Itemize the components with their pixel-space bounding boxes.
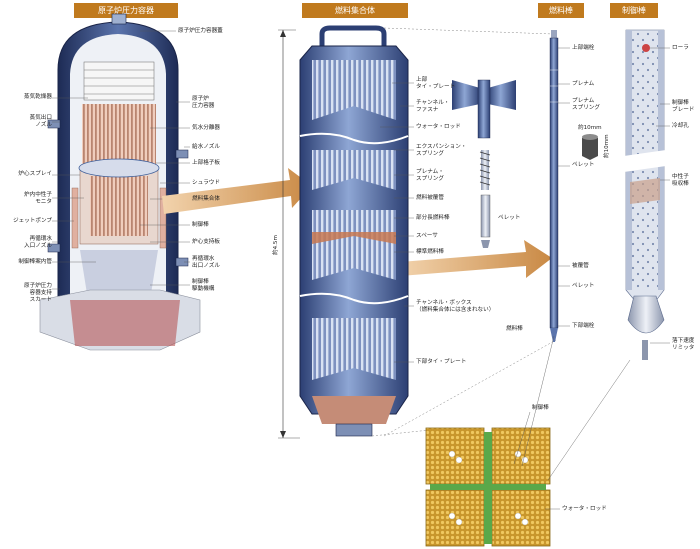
- label-standard-fuel-rod: 標準燃料棒: [416, 249, 444, 255]
- pressure-vessel-drawing: [39, 13, 201, 351]
- label-plenum-spring: プレナム・ スプリング: [416, 169, 444, 182]
- label-channel-box: チャンネル・ボックス （燃料集合体には含まれない）: [416, 300, 495, 313]
- label-channel-fastener: チャンネル・ ファスナ: [416, 100, 450, 113]
- label-fuel-assembly: 燃料集合体: [192, 196, 220, 202]
- label-water-rod: ウォータ・ロッド: [416, 124, 461, 130]
- label-jet-pump: ジェットポンプ: [13, 218, 52, 224]
- label-lower-tie-plate: 下部タイ・プレート: [416, 359, 467, 365]
- label-core-spray: 炉心スプレイ: [18, 171, 52, 177]
- fuel-lattice-cross-section: [425, 335, 631, 547]
- label-control-rod: 制御棒: [192, 222, 209, 228]
- label-pellet-height: 約10mm: [604, 134, 610, 158]
- label-lower-end-plug: 下部端栓: [572, 323, 595, 329]
- label-cladding-tube: 燃料被覆管: [416, 195, 444, 201]
- label-plenum: プレナム: [572, 81, 595, 87]
- fuel-assembly-drawing: [278, 25, 557, 439]
- label-cooling-hole: 冷却孔: [672, 123, 689, 129]
- label-upper-grid-plate: 上部格子板: [192, 160, 220, 166]
- label-shroud: シュラウド: [192, 180, 220, 186]
- control-rod-drawing: [624, 29, 670, 360]
- label-control-rod-guide-tube: 制御棒案内管: [18, 259, 52, 265]
- label-core-support-plate: 炉心支持板: [192, 239, 220, 245]
- label-crd-mechanism: 制御棒 駆動機構: [192, 279, 215, 292]
- label-steam-outlet-nozzle: 蒸気出口 ノズル: [29, 115, 52, 128]
- label-expansion-spring: エクスパンション・ スプリング: [416, 144, 467, 157]
- fuel-rod-drawing: [549, 30, 598, 342]
- label-fuel-rod-ref: 燃料棒: [506, 326, 523, 332]
- label-water-rod-ref: ウォータ・ロッド: [562, 506, 607, 512]
- label-pellet-assembly: ペレット: [498, 215, 521, 221]
- label-vessel-support-skirt: 原子炉圧力 容器支持 スカート: [24, 283, 52, 303]
- fuel-rod-header: 燃料棒: [538, 3, 584, 18]
- label-spacer: スペーサ: [416, 233, 438, 239]
- label-pressure-vessel: 原子炉 圧力容器: [192, 96, 215, 109]
- label-rod-pellet: ペレット: [572, 283, 595, 289]
- label-control-rod-ref: 制御棒: [532, 405, 549, 411]
- arrow-to-fuel-rod: [400, 240, 552, 278]
- label-in-core-neutron-monitor: 炉内中性子 モニタ: [24, 192, 52, 205]
- label-control-rod-blade: 制御棒 ブレード: [672, 100, 695, 113]
- control-rod-header: 制御棒: [610, 3, 658, 18]
- label-vessel-head: 原子炉圧力容器蓋: [178, 28, 223, 34]
- label-neutron-absorber-rod: 中性子 吸収棒: [672, 174, 689, 187]
- label-cladding: 被覆管: [572, 263, 589, 269]
- label-steam-separator: 気水分離器: [192, 125, 220, 131]
- label-recirc-inlet-nozzle: 再循環水 入口ノズル: [24, 236, 52, 249]
- label-recirc-outlet-nozzle: 再循環水 出口ノズル: [192, 256, 220, 269]
- fuel-assembly-detail-parts: [452, 79, 516, 248]
- label-upper-tie-plate: 上部 タイ・プレート: [416, 77, 456, 90]
- label-pellet-width: 約10mm: [578, 125, 602, 131]
- label-roller: ローラ: [672, 45, 689, 51]
- label-steam-dryer: 蒸気乾燥器: [24, 94, 52, 100]
- label-rod-plenum-spring: プレナム スプリング: [572, 98, 600, 111]
- pressure-vessel-header: 原子炉圧力容器: [74, 3, 178, 18]
- label-pellet-detail: ペレット: [572, 162, 595, 168]
- label-assembly-height: 約4.5m: [273, 235, 279, 255]
- label-partial-length-rod: 部分長燃料棒: [416, 215, 450, 221]
- label-velocity-limiter: 落下速度 リミッタ: [672, 338, 695, 351]
- label-upper-end-plug: 上部端栓: [572, 45, 595, 51]
- label-feedwater-nozzle: 給水ノズル: [192, 144, 220, 150]
- arrow-to-fuel-assembly: [162, 168, 312, 214]
- fuel-assembly-header: 燃料集合体: [302, 3, 408, 18]
